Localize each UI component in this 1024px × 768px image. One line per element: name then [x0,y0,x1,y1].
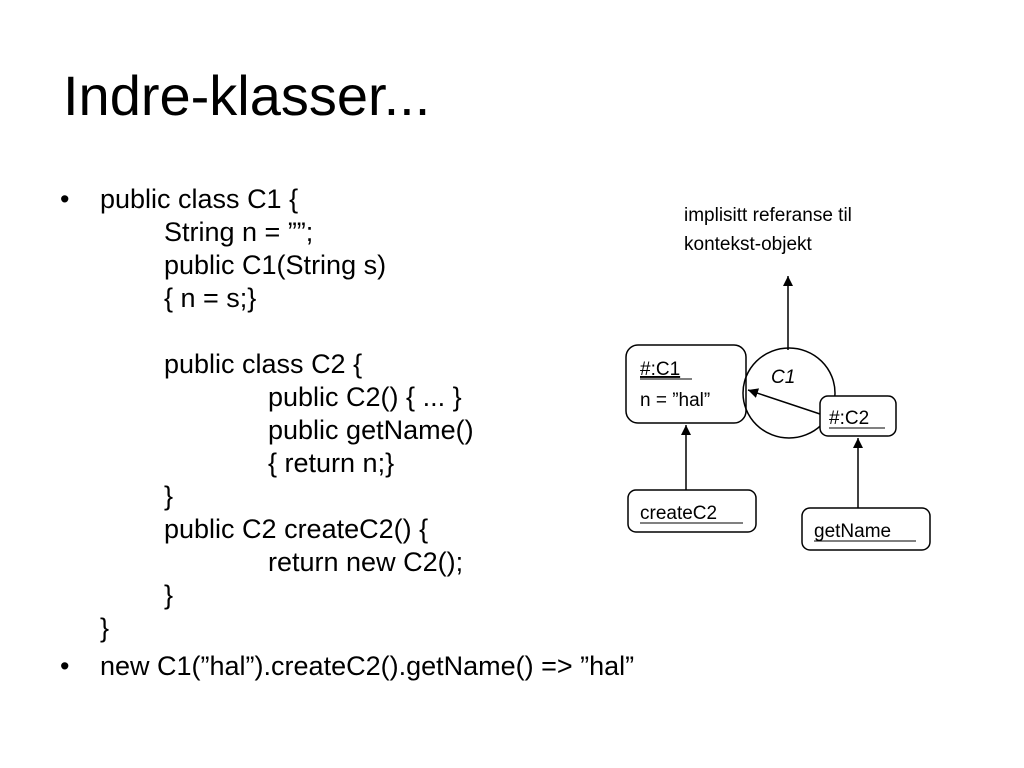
code-line: new C1(”hal”).createC2().getName() => ”h… [100,651,635,681]
code-line: { return n;} [268,448,395,478]
create-c2-box [627,489,757,533]
c2-to-c1-arrow [747,388,821,415]
code-line: } [164,580,174,610]
annotation-line: kontekst-objekt [684,234,813,255]
code-line: String n = ””; [164,217,314,247]
slide-title: Indre-klasser... [63,64,431,127]
code-line: { n = s;} [164,283,257,313]
code-line: public C2 createC2() { [164,514,429,544]
code-line: return new C2(); [268,547,464,577]
code-line: public getName() [268,415,474,445]
code-line: } [164,481,174,511]
code-line: public class C2 { [164,349,363,379]
code-line: public C1(String s) [164,250,387,280]
code-line: } [100,613,110,643]
c1-object-name: #:C1 [640,359,680,380]
get-name-label: getName [814,521,891,542]
code-line: public C2() { ... } [268,382,462,412]
c1-object-field: n = ”hal” [640,390,710,411]
bullet-symbol: • [60,184,70,214]
context-label: C1 [771,367,795,388]
get-name-box [801,507,931,551]
c2-object-box [819,395,897,437]
c2-object-name: #:C2 [829,408,869,429]
bullet-symbol: • [60,651,70,681]
c1-object-box [625,344,747,424]
annotation-line: implisitt referanse til [684,205,852,226]
code-line: public class C1 { [100,184,299,214]
create-c2-label: createC2 [640,503,717,524]
context-ellipse [742,347,836,439]
